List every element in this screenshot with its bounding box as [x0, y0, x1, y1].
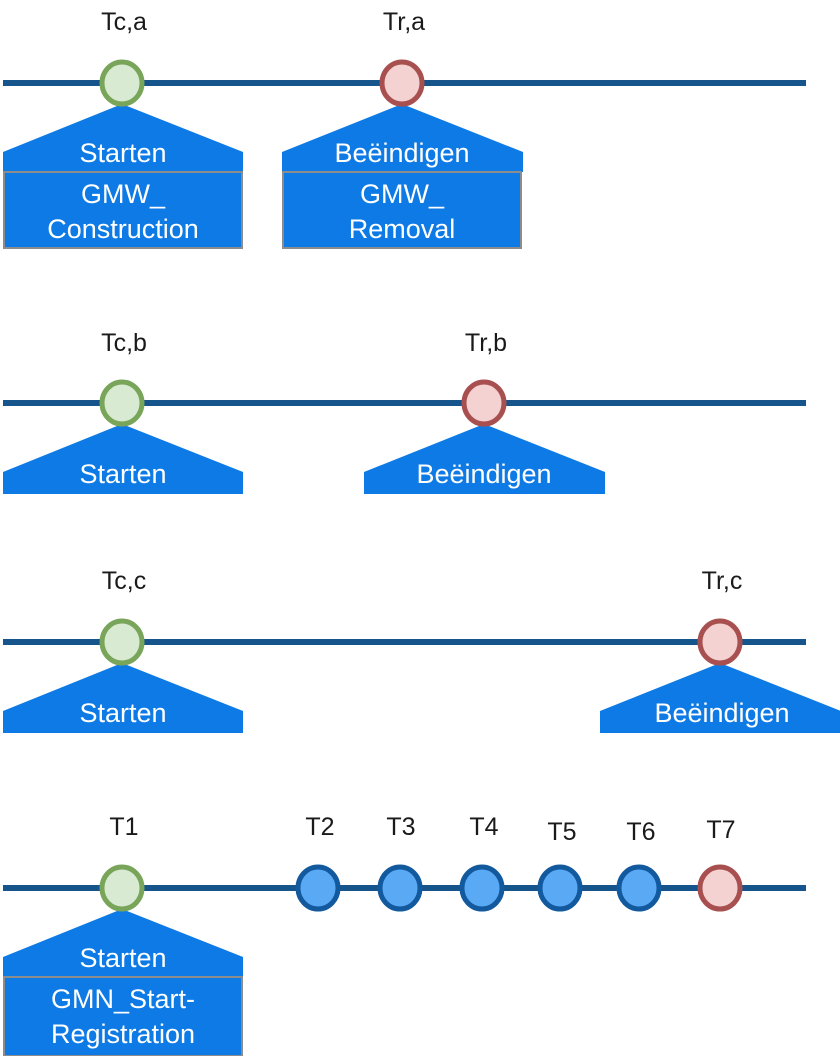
tick-label-tr-a: Tr,a	[383, 8, 425, 36]
chevron-label-tr-c: Beëindigen	[654, 698, 789, 728]
chevron-tr-a	[282, 104, 523, 172]
end-node-t7[interactable]	[697, 864, 743, 912]
chevron-label-t1: Starten	[79, 943, 166, 973]
tick-label-t5: T5	[547, 818, 576, 846]
mid-node-t3[interactable]	[377, 864, 423, 912]
start-node-tc-a[interactable]	[99, 59, 145, 107]
name-box-t1	[3, 976, 243, 1056]
tick-label-tc-b: Tc,b	[101, 329, 147, 357]
tick-label-tr-c: Tr,c	[702, 567, 743, 595]
event-group-t7[interactable]: T7	[697, 816, 743, 912]
tick-label-t3: T3	[386, 813, 415, 841]
start-node-tc-b[interactable]	[99, 379, 145, 427]
event-group-t2[interactable]: T2	[295, 813, 341, 912]
name-box-line-2-tc-a: Construction	[47, 214, 199, 244]
name-box-tc-a	[3, 171, 243, 249]
mid-node-t6[interactable]	[616, 864, 662, 912]
name-box-line-1-tc-a: GMW_	[81, 179, 166, 209]
name-box-tr-a	[282, 171, 522, 249]
chevron-tr-b	[364, 424, 605, 494]
name-box-line-1-tr-a: GMW_	[360, 179, 445, 209]
chevron-tr-c	[600, 663, 840, 733]
end-node-tr-b[interactable]	[461, 379, 507, 427]
event-group-t3[interactable]: T3	[377, 813, 423, 912]
event-group-t5[interactable]: T5	[537, 818, 583, 912]
timeline-row-b: Tc,b Starten Tr,b Beëindigen	[3, 329, 806, 494]
name-box-line-2-tr-a: Removal	[349, 214, 456, 244]
chevron-tc-c	[3, 663, 243, 733]
tick-label-t4: T4	[469, 813, 498, 841]
event-group-tc-b[interactable]: Tc,b Starten	[3, 329, 243, 494]
chevron-label-tc-b: Starten	[79, 459, 166, 489]
event-group-tr-c[interactable]: Tr,c Beëindigen	[600, 567, 840, 733]
start-node-tc-c[interactable]	[99, 618, 145, 666]
name-box-line-2-t1: Registration	[51, 1019, 195, 1049]
chevron-label-tr-b: Beëindigen	[416, 459, 551, 489]
event-group-t4[interactable]: T4	[459, 813, 505, 912]
event-group-tr-a[interactable]: Tr,a Beëindigen GMW_ Removal	[282, 8, 523, 249]
event-group-tr-b[interactable]: Tr,b Beëindigen	[364, 329, 605, 494]
tick-label-tr-b: Tr,b	[465, 329, 507, 357]
timeline-row-c: Tc,c Starten Tr,c Beëindigen	[3, 567, 840, 733]
chevron-tc-b	[3, 424, 243, 494]
tick-label-t2: T2	[305, 813, 334, 841]
timeline-row-a: Tc,a Starten GMW_ Construction Tr,a Beëi…	[3, 8, 806, 249]
tick-label-t7: T7	[706, 816, 735, 844]
event-group-t6[interactable]: T6	[616, 818, 662, 912]
event-group-tc-c[interactable]: Tc,c Starten	[3, 567, 243, 733]
mid-node-t2[interactable]	[295, 864, 341, 912]
chevron-tc-a	[3, 104, 243, 172]
chevron-t1	[3, 909, 243, 977]
tick-label-t6: T6	[626, 818, 655, 846]
mid-node-t4[interactable]	[459, 864, 505, 912]
end-node-tr-c[interactable]	[697, 618, 743, 666]
timeline-row-d: T1 Starten GMN_Start- Registration T2 T3…	[3, 813, 806, 1056]
end-node-tr-a[interactable]	[379, 59, 425, 107]
tick-label-t1: T1	[109, 813, 138, 841]
name-box-line-1-t1: GMN_Start-	[51, 984, 195, 1014]
mid-node-t5[interactable]	[537, 864, 583, 912]
tick-label-tc-a: Tc,a	[101, 8, 147, 36]
event-group-t1[interactable]: T1 Starten GMN_Start- Registration	[3, 813, 243, 1056]
chevron-label-tc-a: Starten	[79, 138, 166, 168]
event-group-tc-a[interactable]: Tc,a Starten GMW_ Construction	[3, 8, 243, 249]
chevron-label-tr-a: Beëindigen	[334, 138, 469, 168]
start-node-t1[interactable]	[99, 864, 145, 912]
chevron-label-tc-c: Starten	[79, 698, 166, 728]
tick-label-tc-c: Tc,c	[102, 567, 146, 595]
